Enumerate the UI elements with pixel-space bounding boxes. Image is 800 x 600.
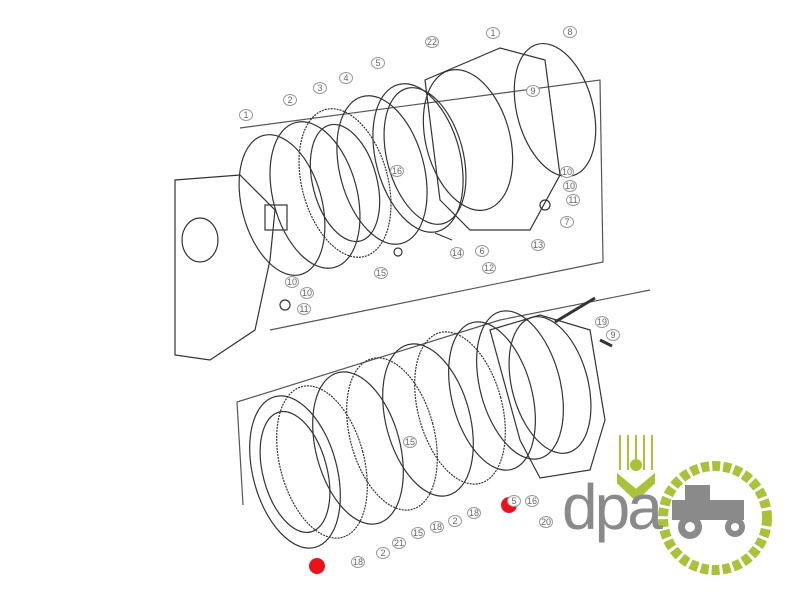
callout: 20 <box>538 516 554 528</box>
piston-5 <box>372 83 464 233</box>
tractor-icon <box>672 485 745 539</box>
callout: 9 <box>526 85 540 97</box>
callout: 10 <box>559 166 575 178</box>
callout: 18 <box>350 556 366 568</box>
callout: 10 <box>562 180 578 192</box>
seal-11-right <box>539 199 551 211</box>
callout: 19 <box>594 316 610 328</box>
callout: 7 <box>560 216 574 228</box>
callout: 21 <box>391 537 407 549</box>
callout: 10 <box>284 276 300 288</box>
disc-1 <box>238 134 326 276</box>
cover-8 <box>513 42 597 178</box>
lower-frame-edge <box>236 401 244 506</box>
callout: 8 <box>563 26 577 38</box>
callout: 5 <box>371 57 385 69</box>
callout: 13 <box>530 239 546 251</box>
plate-lower-1 <box>249 395 341 549</box>
callout: 11 <box>566 194 580 206</box>
callout: 16 <box>524 495 540 507</box>
plate-2 <box>312 371 404 525</box>
friction-disc-18c <box>414 331 506 485</box>
callout: 2 <box>448 515 462 527</box>
lower-frame <box>236 289 651 403</box>
callout: 1 <box>239 109 253 121</box>
highlight-marker <box>309 558 325 574</box>
gear-ring-icon <box>658 461 772 575</box>
piston-5-lower <box>476 310 564 460</box>
plate-lower-end <box>448 321 536 471</box>
bolt-19 <box>554 296 596 324</box>
friction-disc-18 <box>276 385 368 539</box>
callout: 14 <box>449 247 465 259</box>
callout: 1 <box>486 27 500 39</box>
shaft <box>264 204 288 231</box>
callout: 15 <box>402 436 418 448</box>
callout: 4 <box>339 72 353 84</box>
clutch-housing-1 <box>424 47 561 231</box>
callout: 22 <box>424 36 440 48</box>
callout: 11 <box>297 303 311 315</box>
callout: 5 <box>507 495 521 507</box>
gearbox-housing <box>174 174 276 361</box>
callout: 12 <box>481 262 497 274</box>
piston-5-inner <box>383 87 467 225</box>
disc-2 <box>269 121 361 269</box>
disc-4 <box>336 95 428 245</box>
dpa-logo <box>617 435 772 575</box>
callout: 2 <box>376 547 390 559</box>
plug-15 <box>393 247 403 257</box>
callout: 16 <box>389 165 405 177</box>
callout: 15 <box>373 267 389 279</box>
friction-disc-3 <box>298 108 392 258</box>
wheat-icon <box>617 435 655 502</box>
upper-frame <box>239 79 604 331</box>
callout: 15 <box>410 527 426 539</box>
friction-disc-3-inner <box>309 123 381 243</box>
plate-lower-1-inner <box>259 410 331 534</box>
callout: 18 <box>429 521 445 533</box>
clutch-housing-lower <box>489 314 606 479</box>
callout: 10 <box>299 287 315 299</box>
pin-9 <box>599 338 613 348</box>
callout: 6 <box>475 245 489 257</box>
plate-2b <box>382 343 474 497</box>
housing-bore-1 <box>422 69 514 211</box>
callout: 3 <box>313 82 327 94</box>
bolt-14 <box>434 232 453 241</box>
seal-11 <box>279 299 291 311</box>
friction-disc-18b <box>346 357 438 511</box>
callout: 18 <box>466 507 482 519</box>
callout: 9 <box>606 329 620 341</box>
logo-text: dpa <box>562 471 663 543</box>
housing-bore <box>181 217 219 263</box>
housing-bore-lower <box>508 316 592 454</box>
callout: 2 <box>283 94 297 106</box>
